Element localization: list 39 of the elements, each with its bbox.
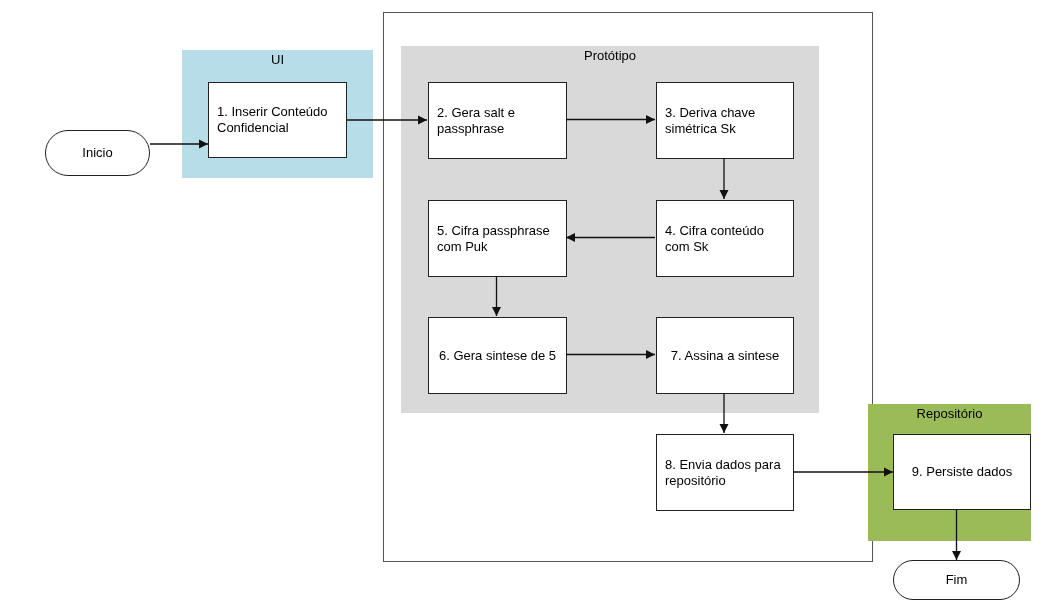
node-label: 8. Envia dados para repositório (665, 456, 782, 489)
process-box (656, 317, 794, 394)
group-title: UI (270, 52, 285, 68)
arrow (719, 392, 729, 434)
node-label: 3. Deriva chave simétrica Sk (665, 104, 757, 137)
node-label: Fim (945, 572, 968, 588)
container-box (383, 12, 873, 562)
node-label: 6. Gera sintese de 5 (438, 347, 557, 364)
node-label: Inicio (82, 145, 113, 161)
group-title: Repositório (915, 406, 984, 422)
arrow (792, 467, 894, 477)
swimlane-band (182, 50, 373, 178)
process-box (208, 82, 347, 158)
arrow (565, 232, 656, 243)
node-label: 7. Assina a sintese (670, 347, 780, 364)
arrow (565, 114, 656, 125)
terminal-pill (45, 130, 150, 176)
arrow (346, 115, 428, 125)
node-label: 1. Inserir Conteúdo Confidencial (217, 104, 329, 136)
process-box (656, 82, 794, 159)
group-panel (401, 46, 819, 413)
node-label: 5. Cifra passphrase com Puk (437, 222, 551, 255)
node-label: 4. Cifra conteúdo com Sk (665, 222, 765, 255)
arrow (565, 349, 656, 360)
process-box (428, 317, 567, 394)
terminal-pill (893, 560, 1020, 600)
node-label: 9. Persiste dados (911, 464, 1013, 480)
swimlane-band (868, 404, 1031, 541)
process-box (656, 200, 794, 277)
arrow (951, 509, 962, 561)
arrow (719, 157, 729, 200)
process-box (893, 434, 1031, 510)
process-box (656, 434, 794, 511)
arrow (491, 275, 502, 317)
process-box (428, 82, 567, 159)
process-box (428, 200, 567, 277)
group-title: Protótipo (582, 48, 637, 64)
node-label: 2. Gera salt e passphrase (437, 104, 517, 137)
arrow (149, 139, 209, 149)
